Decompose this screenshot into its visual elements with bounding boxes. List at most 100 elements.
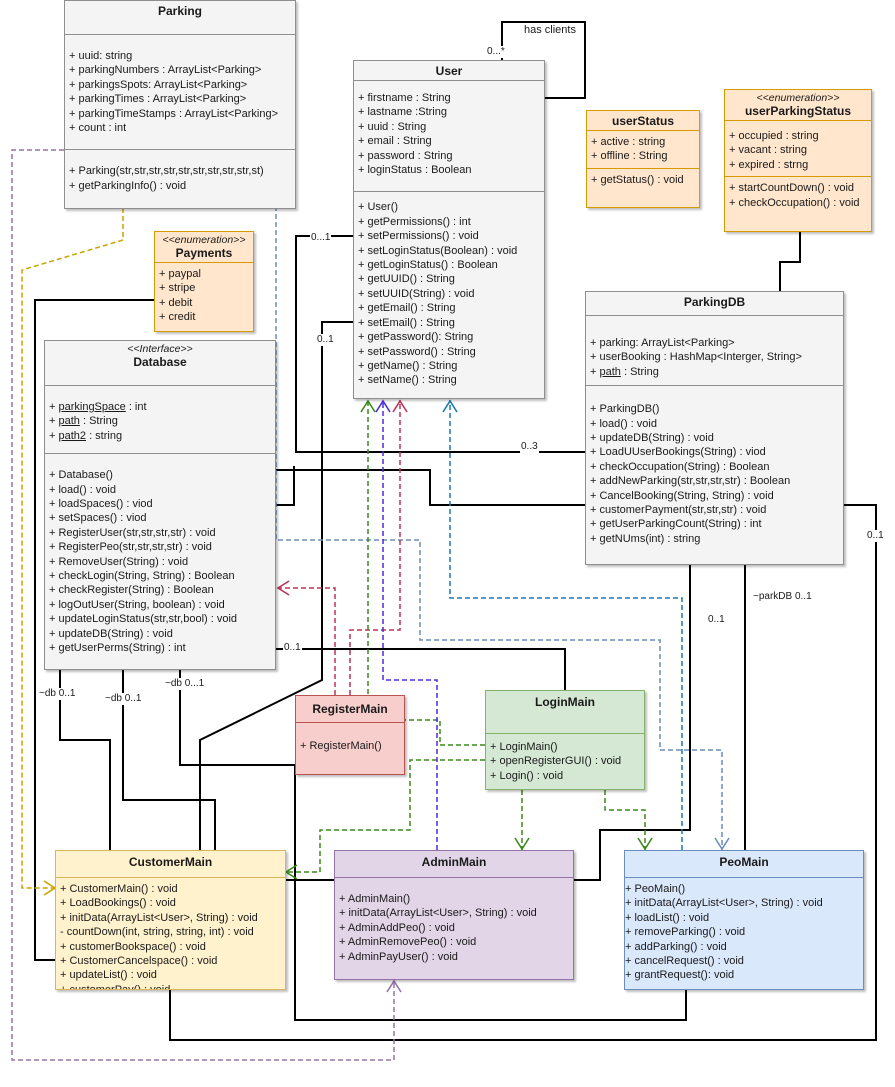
member-row: + RemoveUser(String) : void — [49, 555, 189, 568]
member-row: + checkOccupation() : void — [729, 196, 860, 209]
member-row: + parkingNumbers : ArrayList<Parking> — [69, 64, 262, 77]
member-row: + parkingsSpots: ArrayList<Parking> — [69, 78, 248, 91]
static-member-name: path — [58, 415, 80, 428]
member-row: + loadSpaces() : viod — [49, 498, 153, 511]
attributes-section: + active : string+ offline : String — [587, 130, 699, 164]
stereotype-label: <<Interface>> — [127, 343, 193, 355]
methods-section: + CustomerMain() : void+ LoadBookings() … — [56, 877, 285, 989]
class-payments[interactable]: <<enumeration>> Payments + paypal+ strip… — [154, 231, 254, 332]
member-row: + parkingTimes : ArrayList<Parking> — [69, 93, 247, 106]
static-member-name: parkingSpace — [58, 401, 126, 413]
class-title: Payments — [175, 246, 233, 260]
class-title: ParkingDB — [683, 295, 746, 309]
member-row: + email : String — [358, 135, 432, 148]
member-row: + debit — [159, 296, 193, 309]
class-peomain[interactable]: PeoMain + PeoMain() + initData(ArrayList<… — [624, 850, 864, 990]
member-row: + grantRequest(): void — [625, 969, 735, 982]
dependency-admin-user — [382, 400, 438, 850]
methods-section: + LoginMain()+ openRegisterGUI() : void+… — [486, 733, 644, 783]
class-customermain[interactable]: CustomerMain + CustomerMain() : void+ Lo… — [55, 850, 286, 990]
member-text: + parking: ArrayList<Parking> — [590, 337, 735, 349]
dependency-login-user — [367, 400, 485, 746]
member-row: + RegisterPeo(str,str,str,str) : void — [49, 541, 212, 554]
member-text: : string — [86, 429, 123, 442]
multiplicity-label: ~db 0...1 — [164, 678, 206, 690]
methods-section: + Database()+ load() : void + loadSpaces(… — [45, 453, 275, 655]
arrowhead-admin-green — [514, 837, 530, 851]
stereotype-label: <<enumeration>> — [756, 92, 840, 104]
class-database[interactable]: <<Interface>> Database + parkingSpace : … — [44, 340, 276, 670]
methods-section: + ParkingDB()+ load() : void+ updateDB(S… — [586, 385, 843, 546]
member-row: + CustomerMain() : void — [60, 883, 178, 895]
class-title: LoginMain — [535, 695, 595, 709]
member-row: + setName() : String — [358, 374, 457, 387]
member-row: + path : String — [590, 365, 843, 379]
class-user[interactable]: User + firstname : String+ lastname :Str… — [353, 60, 545, 399]
member-row: + updateLoginStatus(str,str,bool) : void — [49, 613, 238, 626]
arrowhead-database — [276, 580, 290, 596]
member-row: + getStatus() : void — [591, 173, 684, 186]
dependency-login-peo — [604, 790, 646, 850]
member-row: + occupied : string — [729, 130, 819, 142]
class-registermain[interactable]: RegisterMain + RegisterMain() — [295, 695, 405, 775]
member-row: + initData(ArrayList<User>, String) : vo… — [339, 907, 537, 920]
member-row: + uuid : String — [358, 120, 427, 133]
member-row: + PeoMain() — [625, 883, 686, 895]
member-row: + updateDB(String) : void — [590, 432, 714, 445]
member-row: + load() : void — [49, 483, 116, 496]
member-row: + addNewParking(str,str,str,str) : Boole… — [590, 475, 791, 488]
class-title: AdminMain — [421, 855, 487, 869]
member-text: + userBooking : HashMap<Interger, String… — [590, 351, 802, 364]
member-text: : String — [79, 415, 118, 428]
class-loginmain[interactable]: LoginMain + LoginMain()+ openRegisterGUI… — [485, 690, 645, 790]
class-parking[interactable]: Parking + uuid: string+ parkingNumbers :… — [64, 0, 296, 209]
methods-section: + AdminMain()+ initData(ArrayList<User>,… — [335, 877, 573, 964]
association-database-user — [276, 466, 295, 506]
member-row: + addParking() : void — [625, 940, 727, 953]
attributes-section: + occupied : string+ vacant : string+ ex… — [725, 120, 871, 172]
member-row: + loadList() : void — [625, 911, 710, 924]
methods-section: + Parking(str,str,str,str,str,str,str,st… — [65, 149, 295, 193]
attributes-section: + firstname : String+ lastname :String+ … — [354, 80, 544, 177]
association-database-parkingdb — [276, 469, 585, 506]
member-row: + active : string — [591, 136, 666, 148]
member-row: + getNUms(int) : string — [590, 532, 701, 545]
member-row: + setPermissions() : void — [358, 230, 479, 243]
arrowhead-user-a — [360, 399, 376, 413]
arrowhead-peo-green — [637, 837, 653, 851]
member-row: + getUserPerms(String) : int — [49, 642, 186, 655]
class-title: Database — [133, 355, 187, 369]
member-row: + checkLogin(String, String) : Boolean — [49, 570, 235, 583]
methods-section: + startCountDown() : void+ checkOccupati… — [725, 176, 871, 210]
member-row: + LoginMain() — [490, 741, 558, 753]
class-title: PeoMain — [719, 855, 769, 869]
member-row: + getUserParkingCount(String) : int — [590, 518, 762, 531]
member-row: + vacant : string — [729, 144, 807, 157]
member-row: + Parking(str,str,str,str,str,str,str,st… — [69, 165, 264, 178]
class-userparkingstatus[interactable]: <<enumeration>> userParkingStatus + occu… — [724, 89, 872, 232]
member-row: - countDown(int, string, string, int) : … — [60, 926, 254, 939]
class-userstatus[interactable]: userStatus + active : string+ offline : … — [586, 110, 700, 208]
arrowhead-user-d — [442, 399, 458, 413]
class-title: userStatus — [611, 114, 675, 128]
attributes-section: + parkingSpace : int+ path : String+ pat… — [45, 385, 275, 443]
class-adminmain[interactable]: AdminMain + AdminMain()+ initData(ArrayL… — [334, 850, 574, 980]
multiplicity-label: ~db 0..1 — [104, 693, 143, 705]
arrowhead-customer-green — [284, 864, 298, 880]
member-row: + setEmail() : String — [358, 316, 455, 329]
member-row: + getParkingInfo() : void — [69, 179, 187, 192]
member-row: + initData(ArrayList<User>, String) : vo… — [625, 897, 823, 910]
member-row: + customerBookspace() : void — [60, 940, 206, 953]
association-loginmain-database — [276, 648, 566, 690]
static-member-name: path2 — [58, 429, 87, 442]
member-row: + AdminRemovePeo() : void — [339, 936, 477, 949]
class-parkingdb[interactable]: ParkingDB + parking: ArrayList<Parking> +… — [585, 291, 844, 565]
member-row: + CustomerCancelspace() : void — [60, 955, 218, 968]
member-row: + Login() : void — [490, 769, 564, 782]
member-row: + uuid: string — [69, 50, 133, 62]
member-row: + Database() — [49, 469, 113, 482]
multiplicity-label: 0..1 — [707, 614, 726, 626]
class-title: User — [435, 64, 463, 78]
member-row: + cancelRequest() : void — [625, 955, 744, 968]
member-row: + getName() : String — [358, 359, 458, 372]
